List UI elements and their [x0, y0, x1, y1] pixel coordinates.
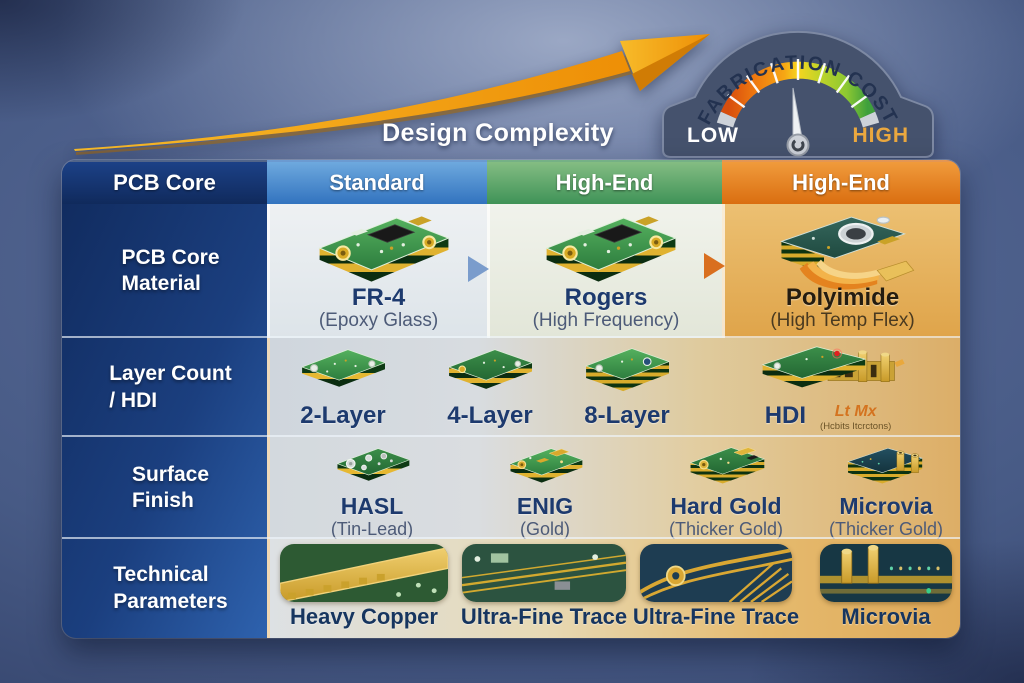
ultra-fine-trace-label-2: Ultra-Fine Trace	[632, 604, 800, 629]
ultra-fine-trace-label-1: Ultra-Fine Trace	[460, 604, 628, 629]
enig-subtitle: (Gold)	[519, 519, 570, 539]
gauge-hub-icon	[786, 133, 810, 157]
gauge-arc-cap-left	[716, 111, 737, 128]
gauge-ticks	[726, 59, 870, 109]
hdi-board-illustration	[762, 346, 906, 388]
design-complexity-label: Design Complexity	[382, 119, 614, 147]
fr4-title: FR-4	[351, 284, 406, 311]
hasl-board-illustration	[336, 447, 410, 482]
cell-fr4: FR-4 (Epoxy Glass)	[267, 204, 487, 338]
group-2-layer: 2-Layer	[268, 342, 418, 430]
rogers-title: Rogers	[564, 284, 648, 311]
gauge-arc-cap-right	[859, 111, 880, 128]
microvia-label: Microvia	[841, 604, 931, 629]
hdi-annotation-sub: (Hcbits Itcrctons)	[820, 421, 892, 432]
polyimide-subtitle: (High Temp Flex)	[770, 310, 915, 331]
hard-gold-subtitle: (Thicker Gold)	[668, 519, 784, 539]
ultra-fine-trace-thumbnail-2	[640, 544, 792, 602]
4-layer-board-illustration	[448, 349, 533, 390]
hasl-title: HASL	[340, 493, 404, 519]
2-layer-label: 2-Layer	[300, 402, 386, 429]
group-enig: ENIG (Gold)	[465, 441, 625, 540]
arrow-standard-to-highend-icon	[468, 256, 489, 282]
4-layer-label: 4-Layer	[447, 402, 533, 429]
row-label-column	[62, 204, 267, 638]
fabrication-cost-gauge: FABRICATION COST LOW HIGH	[662, 30, 934, 158]
group-hasl: HASL (Tin-Lead)	[292, 441, 452, 540]
row-label-layer-count: Layer Count / HDI	[109, 362, 232, 412]
row-separator-3	[62, 537, 960, 539]
header-high-end-orange: High-End	[722, 160, 960, 204]
8-layer-label: 8-Layer	[584, 402, 670, 429]
enig-title: ENIG	[516, 493, 574, 519]
ultra-fine-trace-thumbnail-1	[462, 544, 626, 602]
hdi-annotation-main: Lt Mx	[834, 403, 877, 420]
row-label-core-material: PCB Core Material	[121, 245, 220, 295]
group-hard-gold: Hard Gold (Thicker Gold)	[646, 441, 806, 540]
rogers-subtitle: (High Frequency)	[532, 310, 680, 331]
header-high-end-green: High-End	[487, 160, 722, 204]
group-hdi: HDI Lt Mx (Hcbits Itcrctons)	[704, 340, 952, 432]
8-layer-board-illustration	[585, 347, 670, 392]
fr4-subtitle: (Epoxy Glass)	[318, 310, 439, 331]
microvia-board-illustration	[847, 447, 923, 484]
hasl-subtitle: (Tin-Lead)	[330, 519, 414, 539]
enig-board-illustration	[509, 447, 583, 484]
group-8-layer: 8-Layer	[552, 342, 702, 430]
row-label-surface-finish: Surface Finish	[131, 462, 210, 512]
microvia-thumbnail	[820, 544, 952, 602]
microvia-finish-subtitle: (Thicker Gold)	[828, 519, 944, 539]
microvia-finish-title: Microvia	[839, 493, 933, 519]
cell-polyimide: Polyimide (High Temp Flex)	[722, 204, 960, 338]
header-pcb-core: PCB Core	[62, 160, 267, 204]
row-label-technical-parameters: Technical Parameters	[113, 563, 228, 613]
gauge-high-label: HIGH	[853, 124, 910, 147]
row-separator-1	[62, 336, 960, 338]
group-4-layer: 4-Layer	[415, 342, 565, 430]
row-separator-2	[62, 435, 960, 437]
arrow-highend-to-flex-icon	[704, 253, 725, 279]
comparison-table: PCB Core Standard High-End High-End PCB …	[62, 160, 960, 638]
hdi-annotation: Lt Mx (Hcbits Itcrctons)	[820, 404, 891, 432]
heavy-copper-thumbnail	[280, 544, 448, 602]
design-complexity-arrow	[74, 34, 710, 155]
hard-gold-title: Hard Gold	[670, 493, 782, 519]
heavy-copper-label: Heavy Copper	[290, 604, 438, 629]
polyimide-title: Polyimide	[785, 284, 900, 311]
2-layer-board-illustration	[301, 349, 386, 388]
hard-gold-board-illustration	[689, 447, 765, 485]
hdi-label: HDI	[764, 402, 807, 429]
gauge-low-label: LOW	[687, 124, 739, 147]
group-microvia-finish: Microvia (Thicker Gold)	[806, 441, 960, 540]
header-standard: Standard	[267, 160, 487, 204]
cell-rogers: Rogers (High Frequency)	[487, 204, 722, 338]
